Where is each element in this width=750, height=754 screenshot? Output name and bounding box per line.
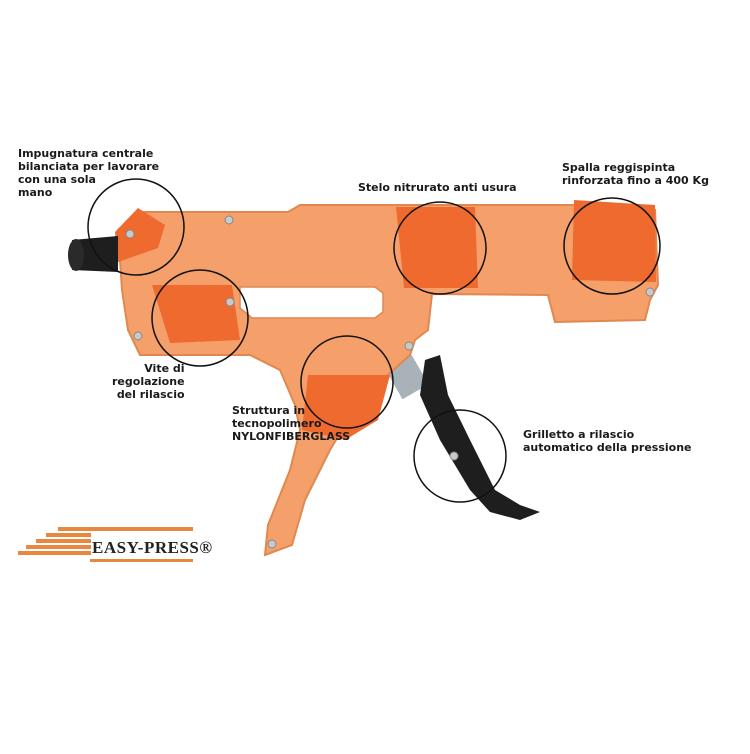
callout-circles [87, 178, 661, 503]
rod-patch [396, 207, 478, 288]
callout-rod-label: Stelo nitrurato anti usura [358, 181, 517, 194]
callout-screw-label: Vite di regolazione del rilascio [112, 362, 185, 401]
screws [125, 215, 655, 549]
frame-cutout [239, 286, 384, 319]
screw-plate [152, 285, 240, 343]
callout-grip-label: Impugnatura centrale bilanciata per lavo… [18, 147, 160, 199]
callout-shoulder-label: Spalla reggispinta rinforzata fino a 400… [562, 161, 709, 187]
knob-cap [68, 239, 84, 271]
logo-wordmark: EASY-PRESS® [92, 538, 213, 557]
grip-lever [115, 208, 165, 262]
brand-logo: EASY-PRESS® [18, 525, 212, 565]
callout-trigger-label: Grilletto a rilascio automatico della pr… [523, 428, 692, 454]
rear-knob [72, 236, 118, 272]
callout-body-label: Struttura in tecnopolimero NYLONFIBERGLA… [232, 404, 351, 443]
trigger [420, 355, 540, 520]
shoulder-block [572, 200, 656, 282]
logo-stripes [18, 527, 193, 562]
